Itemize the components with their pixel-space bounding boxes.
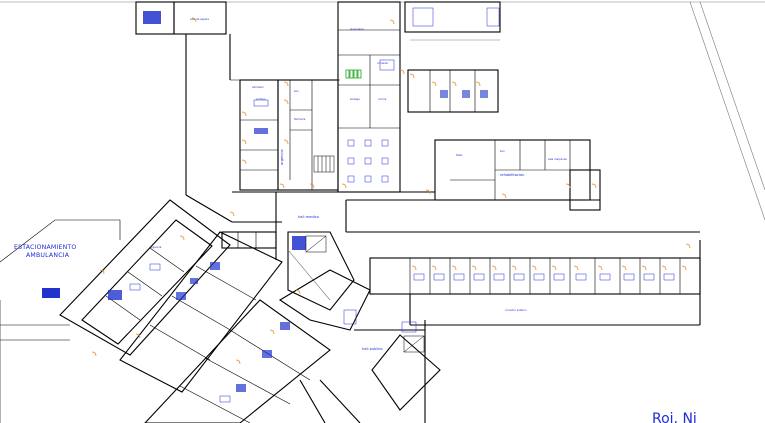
center-stair-block (287, 231, 355, 311)
table-icon (347, 139, 389, 183)
room-label: admision (252, 85, 264, 89)
stair-icon (313, 155, 335, 173)
right-upper-wing (407, 69, 499, 113)
hall-medico-label: hall medico (298, 215, 319, 219)
left-diagonal-wing: urgencia (59, 199, 371, 423)
equipment-icon (345, 69, 362, 79)
room-label: rehabilitacion (500, 173, 524, 177)
ambulance-parking: ESTACIONAMIENTO AMBULANCIA (0, 219, 121, 423)
room-label: bodega (350, 97, 360, 101)
hall-publico-label: hall publico (362, 347, 383, 351)
corredor-label: corredor externo (505, 308, 527, 312)
room-label: lavanderia (350, 27, 364, 31)
corridor-gate (221, 231, 277, 249)
room-label: farmacia (294, 117, 306, 121)
patient-rooms-wing: corredor externo (369, 240, 701, 326)
estacionamiento-label: ESTACIONAMIENTO (14, 244, 77, 251)
top-right-block (404, 1, 765, 221)
partial-text: Roj, Ni (652, 411, 697, 423)
central-upper-block: admision archivo box farmacia bodega coc… (239, 1, 401, 193)
main-corridor: hall medico (232, 191, 700, 260)
room-label: cocina (378, 97, 387, 101)
room-label: urgencia (280, 149, 284, 165)
room-label: taller (456, 153, 464, 157)
room-label: box (294, 89, 299, 93)
top-left-block: sala de espera (135, 1, 227, 35)
room-label: urgencia (150, 245, 162, 249)
room-label: box (500, 149, 505, 153)
room-label: comedor (377, 61, 389, 65)
hall-publico-area: hall publico (354, 320, 441, 423)
bed-icon (413, 273, 675, 281)
ambulancia-label: AMBULANCIA (26, 252, 70, 259)
door-marks (91, 17, 691, 365)
room-label: sala maquinas (548, 157, 567, 161)
room-label: archivo (256, 97, 266, 101)
ambulance-icon (42, 288, 60, 298)
room-label-top: sala de espera (190, 17, 209, 21)
